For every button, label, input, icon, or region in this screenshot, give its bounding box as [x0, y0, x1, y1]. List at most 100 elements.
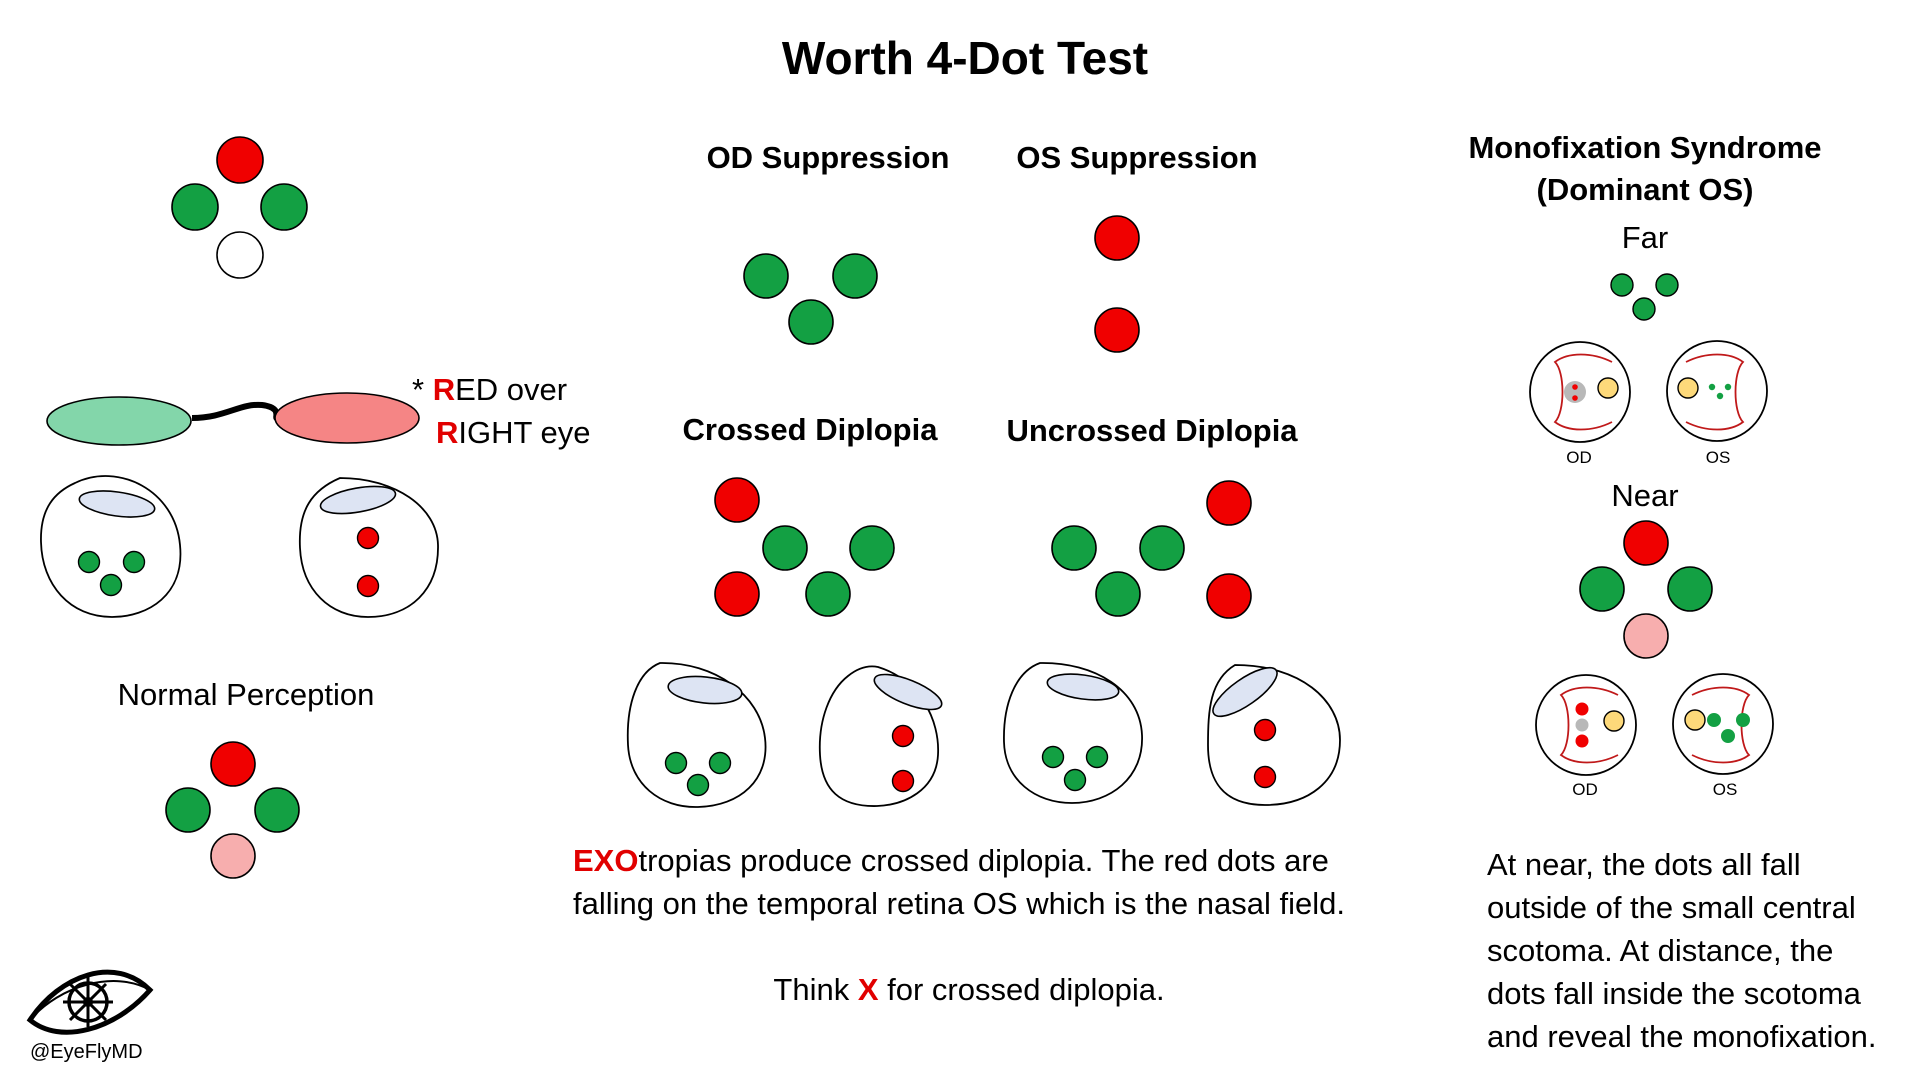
flashlight-dots: [171, 136, 308, 279]
dot-green: [254, 787, 300, 833]
dot-green: [1736, 713, 1750, 727]
dot-green: [1063, 768, 1087, 792]
far-retina-os: [1666, 340, 1768, 442]
dot-green: [832, 253, 878, 299]
dot-green: [77, 550, 101, 574]
dot-green: [1610, 273, 1634, 297]
dot-red: [891, 769, 915, 793]
normal-perception-label: Normal Perception: [118, 677, 375, 712]
uncrossed-diplopia-dots: [1051, 480, 1252, 619]
od-suppression-heading: OD Suppression: [707, 140, 950, 175]
left-eye-od: [40, 475, 182, 618]
near-retina-od: [1535, 674, 1637, 776]
red-lens: [274, 392, 420, 444]
dot-green: [743, 253, 789, 299]
dot-green: [686, 773, 710, 797]
page-title: Worth 4-Dot Test: [782, 32, 1148, 84]
retina-outline: [1666, 340, 1768, 442]
exotropia-explanation-line1: EXOtropias produce crossed diplopia. The…: [573, 843, 1329, 878]
dot-red: [1572, 395, 1578, 401]
crossed-diplopia-heading: Crossed Diplopia: [683, 412, 939, 447]
optic-disc: [1603, 710, 1625, 732]
dot-red: [1575, 702, 1589, 716]
dot-green: [165, 787, 211, 833]
monofixation-heading-line1: Monofixation Syndrome: [1468, 130, 1821, 165]
dot-green: [1632, 297, 1656, 321]
optic-disc: [1677, 377, 1699, 399]
dot-red: [714, 571, 760, 617]
uncrossed-eye-od: [1003, 662, 1143, 804]
dot-red: [1094, 307, 1140, 353]
dot-green: [1708, 383, 1716, 391]
monofixation-explanation-line2: outside of the small central: [1487, 890, 1856, 925]
far-od-label: OD: [1566, 448, 1592, 467]
far-label: Far: [1622, 220, 1669, 255]
crossed-eye-os: [818, 665, 943, 807]
dot-green: [805, 571, 851, 617]
dot-green: [849, 525, 895, 571]
dot-red: [714, 477, 760, 523]
os-suppression-dots: [1094, 215, 1140, 353]
dot-green: [1721, 729, 1735, 743]
near-os-label: OS: [1713, 780, 1738, 799]
dot-red: [210, 741, 256, 787]
uncrossed-diplopia-heading: Uncrossed Diplopia: [1006, 413, 1298, 448]
dot-green: [1139, 525, 1185, 571]
dot-red: [891, 724, 915, 748]
crossed-diplopia-dots: [714, 477, 895, 617]
retina-vessels: [1553, 353, 1613, 431]
dot-green: [1085, 745, 1109, 769]
near-dots: [1579, 520, 1713, 659]
dot-green: [1716, 392, 1724, 400]
dot-green: [99, 573, 123, 597]
left-eye-os: [298, 477, 439, 618]
iris: [319, 485, 397, 515]
dot-green: [1707, 713, 1721, 727]
eye-ship-wheel-icon: [26, 969, 154, 1035]
dot-red: [1094, 215, 1140, 261]
iris: [1046, 673, 1120, 701]
optic-disc: [1597, 377, 1619, 399]
dot-green: [708, 751, 732, 775]
dot-red: [356, 574, 380, 598]
red-over-label: * RED over: [412, 372, 567, 407]
iris: [78, 490, 156, 518]
retina-outline: [1672, 673, 1774, 775]
near-label: Near: [1611, 478, 1678, 513]
dot-green: [1095, 571, 1141, 617]
green-lens: [46, 396, 192, 446]
dot-green: [788, 299, 834, 345]
dot-red: [1623, 520, 1669, 566]
dot-red: [1572, 384, 1578, 390]
near-od-label: OD: [1572, 780, 1598, 799]
dot-light-red: [210, 833, 256, 879]
os-suppression-heading: OS Suppression: [1016, 140, 1257, 175]
dot-red: [1206, 573, 1252, 619]
red-green-glasses: [46, 392, 420, 446]
monofixation-explanation-line1: At near, the dots all fall: [1487, 847, 1801, 882]
dot-green: [1655, 273, 1679, 297]
logo-handle: @EyeFlyMD: [30, 1041, 143, 1063]
dot-green: [762, 525, 808, 571]
iris: [873, 673, 943, 711]
scotoma: [1575, 718, 1589, 732]
dot-green: [1579, 566, 1625, 612]
dot-green: [1667, 566, 1713, 612]
dot-red: [1575, 734, 1589, 748]
dot-white: [216, 231, 264, 279]
retina-vessels: [1685, 353, 1745, 431]
dot-green: [260, 183, 308, 231]
retina-vessels: [1559, 686, 1619, 764]
dot-green: [1051, 525, 1097, 571]
think-x-note: Think X for crossed diplopia.: [773, 972, 1164, 1007]
dot-light-red: [1623, 613, 1669, 659]
optic-disc: [1684, 709, 1706, 731]
monofixation-explanation-line4: dots fall inside the scotoma: [1487, 976, 1862, 1011]
crossed-eye-od: [626, 662, 767, 808]
iris: [667, 675, 743, 705]
exotropia-explanation-line2: falling on the temporal retina OS which …: [573, 886, 1345, 921]
far-retina-od: [1529, 341, 1631, 443]
dot-green: [122, 550, 146, 574]
far-os-label: OS: [1706, 448, 1731, 467]
